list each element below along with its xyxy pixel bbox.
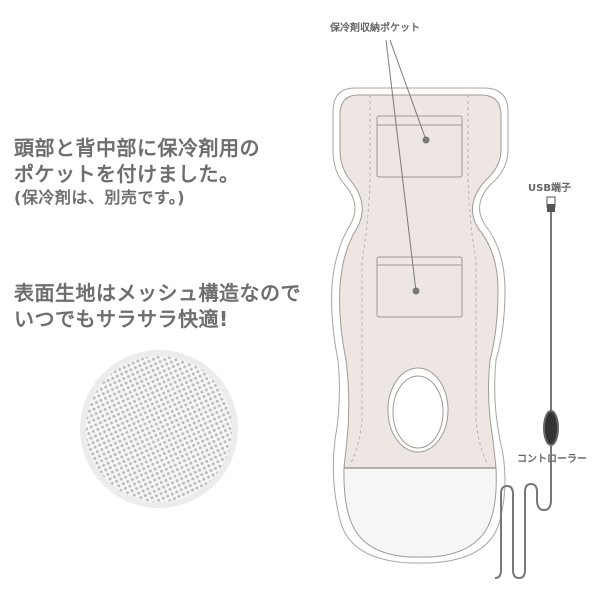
mesh-feature-text: 表面生地はメッシュ構造なので いつでもサラサラ快適! [14, 280, 301, 332]
pocket-label: 保冷剤収納ポケット [330, 23, 420, 34]
pocket-feature-note: (保冷剤は、別売です。) [14, 188, 186, 207]
controller-icon [543, 410, 559, 446]
pocket-feature-line1: 頭部と背中部に保冷剤用の [14, 136, 260, 160]
pocket-feature-line2: ポケットを付けました。 [14, 162, 240, 186]
pad-bottom-panel [343, 467, 497, 558]
head-pocket [376, 115, 463, 178]
usb-label: USB端子 [528, 183, 571, 194]
mesh-feature-line1: 表面生地はメッシュ構造なので [14, 281, 301, 305]
pocket-feature-text: 頭部と背中部に保冷剤用の ポケットを付けました。 (保冷剤は、別売です。) [14, 135, 260, 209]
back-pocket [376, 256, 463, 318]
usb-cable [494, 196, 559, 580]
mesh-feature-line2: いつでもサラサラ快適! [14, 307, 229, 331]
